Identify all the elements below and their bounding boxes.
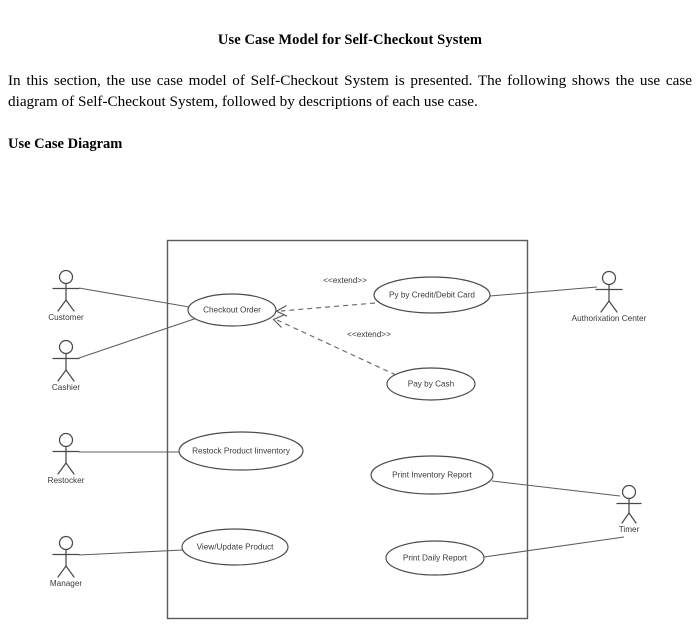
- stick-figure-icon: [52, 339, 80, 382]
- use-case-ellipses: Checkout Order Py by Credit/Debit Card P…: [178, 276, 494, 576]
- use-case-ellipse: [187, 293, 277, 327]
- actor-cashier[interactable]: Cashier: [52, 339, 80, 393]
- extend-cash-to-checkout: [276, 319, 397, 376]
- use-case-label: Py by Credit/Debit Card: [389, 291, 475, 300]
- use-case-view-update-product[interactable]: View/Update Product: [181, 528, 289, 566]
- association-card-authcenter: [489, 286, 598, 297]
- association-customer-checkout: [78, 287, 196, 309]
- stick-figure-icon: [616, 484, 642, 524]
- use-case-label: Print Inventory Report: [392, 471, 472, 480]
- use-case-pay-by-card[interactable]: Py by Credit/Debit Card: [373, 276, 491, 314]
- association-timer-printinventory: [491, 480, 621, 497]
- use-case-label: Pay by Cash: [408, 380, 455, 389]
- use-case-ellipse: [373, 276, 491, 314]
- use-case-label: View/Update Product: [197, 543, 274, 552]
- association-manager-viewupdate: [78, 549, 184, 556]
- actor-label: Cashier: [52, 383, 80, 392]
- use-case-checkout-order[interactable]: Checkout Order: [187, 293, 277, 327]
- extend-label-card: <<extend>>: [323, 276, 367, 285]
- actor-label: Authorixation Center: [572, 314, 647, 323]
- use-case-label: Print Daily Report: [403, 554, 468, 563]
- use-case-label: Checkout Order: [203, 306, 261, 315]
- actor-customer[interactable]: Customer: [48, 269, 84, 323]
- intro-paragraph: In this section, the use case model of S…: [8, 72, 692, 110]
- use-case-ellipse: [370, 455, 494, 495]
- association-timer-printdaily: [483, 536, 625, 558]
- extend-card-to-checkout: [280, 302, 376, 312]
- association-cashier-checkout: [78, 316, 201, 359]
- actor-manager[interactable]: Manager: [50, 535, 83, 589]
- use-case-print-inventory-report[interactable]: Print Inventory Report: [370, 455, 494, 495]
- actors: Customer Cashier: [48, 269, 647, 589]
- extend-cash-arrowhead: [272, 314, 285, 328]
- actor-authorization-center[interactable]: Authorixation Center: [572, 270, 647, 324]
- page-title: Use Case Model for Self-Checkout System: [217, 32, 483, 48]
- use-case-pay-by-cash[interactable]: Pay by Cash: [386, 367, 476, 401]
- actor-label: Timer: [619, 525, 640, 534]
- use-case-restock-inventory[interactable]: Restock Product Iinventory: [178, 431, 304, 471]
- actor-restocker[interactable]: Restocker: [48, 432, 85, 486]
- extend-label-cash: <<extend>>: [347, 330, 391, 339]
- use-case-ellipse: [386, 367, 476, 401]
- actor-label: Manager: [50, 579, 83, 588]
- section-subtitle: Use Case Diagram: [8, 136, 123, 152]
- stick-figure-icon: [52, 535, 80, 578]
- actor-label: Customer: [48, 313, 84, 322]
- system-boundary: [166, 239, 529, 620]
- use-case-ellipse: [385, 540, 485, 576]
- actor-label: Restocker: [48, 476, 85, 485]
- use-case-print-daily-report[interactable]: Print Daily Report: [385, 540, 485, 576]
- stick-figure-icon: [52, 432, 80, 475]
- stick-figure-icon: [595, 270, 623, 313]
- use-case-ellipse: [178, 431, 304, 471]
- use-case-label: Restock Product Iinventory: [192, 447, 291, 456]
- association-lines: [78, 286, 625, 558]
- extend-relationships: <<extend>> <<extend>>: [272, 276, 397, 376]
- actor-timer[interactable]: Timer: [616, 484, 642, 535]
- stick-figure-icon: [52, 269, 80, 312]
- use-case-ellipse: [181, 528, 289, 566]
- extend-card-arrowhead: [275, 305, 288, 317]
